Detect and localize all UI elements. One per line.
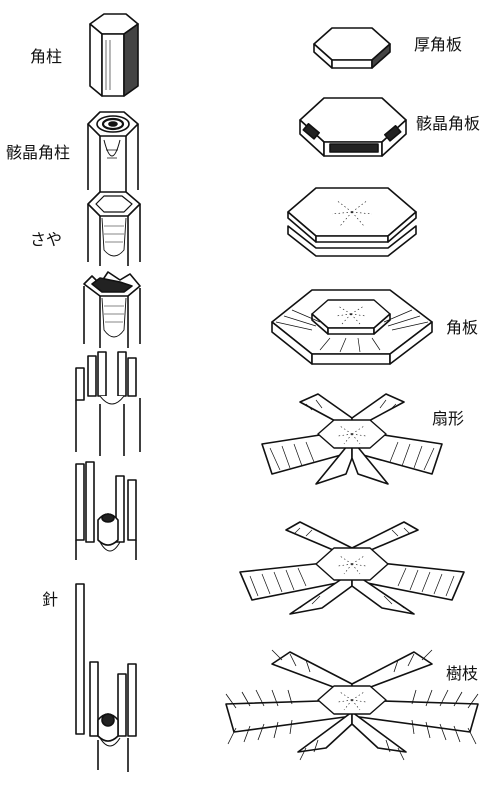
sheath-drawing xyxy=(87,191,141,266)
skeletal-plate-drawing xyxy=(299,97,407,157)
label-kakuchu: 角柱 xyxy=(30,47,63,66)
hexagonal-column-drawing xyxy=(89,13,139,97)
needle-column-drawing-1 xyxy=(75,351,141,456)
label-gaisho-kakuchu: 骸晶角柱 xyxy=(6,143,71,162)
label-jushi: 樹枝 xyxy=(446,664,479,683)
thick-plate-drawing xyxy=(313,27,391,69)
label-kakuban: 角板 xyxy=(446,318,479,337)
label-atsu-kakuban: 厚角板 xyxy=(414,35,463,54)
hollow-sheath-drawing xyxy=(83,271,141,348)
skeletal-column-drawing xyxy=(87,111,139,194)
label-hari: 針 xyxy=(42,590,59,609)
broad-branch-drawing xyxy=(239,521,465,615)
plate-drawing xyxy=(271,289,433,365)
label-senkei: 扇形 xyxy=(432,409,465,428)
sector-plate-drawing xyxy=(261,393,443,485)
needle-drawing xyxy=(75,583,137,772)
double-plate-drawing xyxy=(287,187,417,257)
needle-column-drawing-2 xyxy=(75,461,137,560)
label-saya: さや xyxy=(30,230,63,249)
dendrite-drawing xyxy=(225,649,479,761)
label-gaisho-kakuban: 骸晶角板 xyxy=(416,114,481,133)
